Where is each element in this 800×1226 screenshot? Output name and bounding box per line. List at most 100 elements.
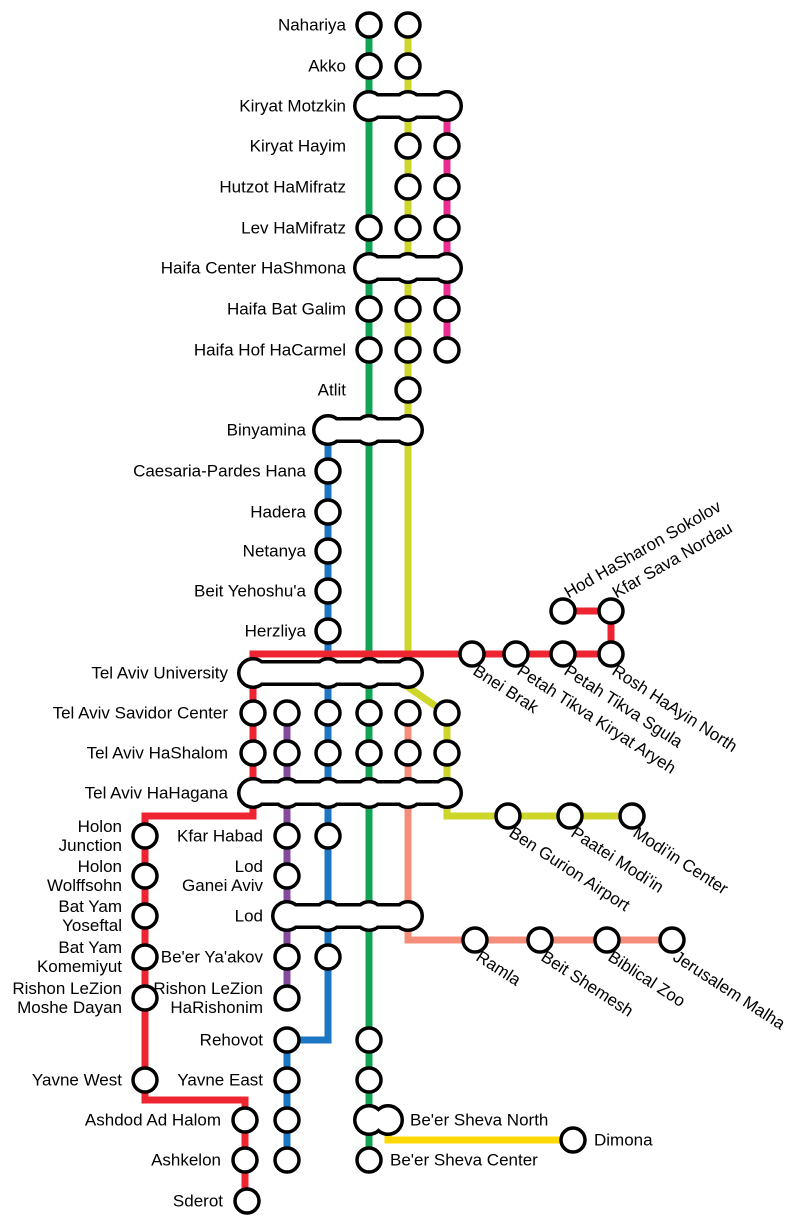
station-modiin-center	[618, 802, 646, 830]
station-marker	[273, 699, 301, 727]
station-label-lod: Lod	[234, 906, 263, 926]
station-haifa-center-hashmona	[353, 252, 463, 284]
station-label-haifa-hof-hacarmel: Haifa Hof HaCarmel	[193, 340, 346, 360]
station-marker	[597, 597, 625, 625]
station-label-tel-aviv-hashalom: Tel Aviv HaShalom	[86, 743, 228, 763]
station-marker	[433, 132, 461, 160]
station-holon-junction	[131, 822, 159, 850]
station-marker	[355, 214, 383, 242]
station-atlit	[394, 376, 422, 404]
station-marker	[433, 295, 461, 323]
station-marker	[433, 739, 461, 767]
station-marker	[394, 699, 422, 727]
station-marker	[231, 1106, 259, 1134]
station-label-haifa-center-hashmona: Haifa Center HaShmona	[160, 258, 346, 278]
station-marker	[433, 336, 461, 364]
station-label-beer-yaakov: Be'er Ya'akov	[160, 947, 263, 967]
station-marker	[273, 822, 301, 850]
station-label-tel-aviv-university: Tel Aviv University	[91, 663, 228, 683]
station-label-sderot: Sderot	[172, 1191, 223, 1211]
station-bat-yam-yoseftal	[131, 902, 159, 930]
station-lod	[271, 900, 424, 932]
station-nahariya	[355, 11, 422, 39]
station-marker	[494, 802, 522, 830]
station-label-beer-sheva-north: Be'er Sheva North	[410, 1110, 549, 1130]
station-marker	[461, 926, 489, 954]
station-yavne-east	[273, 1066, 301, 1094]
station-label-hadera: Hadera	[250, 502, 306, 522]
station-marker	[394, 173, 422, 201]
station-marker	[597, 640, 625, 668]
station-marker	[433, 214, 461, 242]
station-label-dimona: Dimona	[594, 1130, 653, 1150]
station-marker	[131, 902, 159, 930]
station-marker	[314, 498, 342, 526]
station-marker	[355, 11, 383, 39]
station-green-stop-2	[355, 1066, 383, 1094]
station-kfar-habad	[273, 822, 342, 850]
station-marker	[273, 1146, 301, 1174]
station-tel-aviv-savidor-center	[239, 699, 461, 727]
station-rishon-lezion-moshe-dayan	[131, 984, 159, 1012]
station-rishon-lezion-harishonim	[273, 984, 301, 1012]
station-haifa-hof-hacarmel	[355, 336, 461, 364]
station-marker	[273, 1106, 301, 1134]
station-lev-hamifratz	[355, 214, 461, 242]
station-marker	[556, 802, 584, 830]
station-marker	[658, 926, 686, 954]
station-marker	[458, 640, 486, 668]
station-marker	[273, 1026, 301, 1054]
station-marker	[273, 1066, 301, 1094]
station-kiryat-hayim	[394, 132, 461, 160]
station-marker	[131, 862, 159, 890]
station-label-hutzot-hamifratz: Hutzot HaMifratz	[219, 177, 346, 197]
station-rehovot	[273, 1026, 301, 1054]
station-ashdod-ad-halom	[231, 1106, 301, 1134]
station-marker	[394, 336, 422, 364]
station-marker	[394, 214, 422, 242]
station-petah-tikva-kiryat-aryeh	[502, 640, 530, 668]
station-marker	[355, 336, 383, 364]
station-label-rehovot: Rehovot	[199, 1030, 263, 1050]
station-marker	[355, 52, 383, 80]
station-beit-shemesh	[526, 926, 554, 954]
station-marker	[231, 1146, 259, 1174]
station-ben-gurion-airport	[494, 802, 522, 830]
station-hod-hasharon-sokolov	[549, 597, 577, 625]
station-marker	[593, 926, 621, 954]
station-label-atlit: Atlit	[317, 380, 346, 400]
station-label-akko: Akko	[308, 56, 346, 76]
station-marker	[618, 802, 646, 830]
station-marker	[273, 984, 301, 1012]
station-label-jerusalem-malha: Jerusalem Malha	[669, 947, 789, 1034]
station-label-kiryat-hayim: Kiryat Hayim	[249, 136, 346, 156]
station-marker	[394, 739, 422, 767]
station-marker	[314, 577, 342, 605]
station-beer-sheva-center	[355, 1146, 383, 1174]
station-bnei-brak	[458, 640, 486, 668]
station-marker	[559, 1126, 587, 1154]
station-tel-aviv-hahagana	[237, 777, 463, 809]
station-label-haifa-bat-galim: Haifa Bat Galim	[226, 299, 346, 319]
station-akko	[355, 52, 422, 80]
station-label-lev-hamifratz: Lev HaMifratz	[241, 218, 346, 238]
station-holon-wolffsohn	[131, 862, 159, 890]
station-marker	[394, 376, 422, 404]
station-marker	[394, 11, 422, 39]
station-binyamina	[312, 414, 424, 446]
station-bat-yam-komemiyut	[131, 943, 159, 971]
station-rosh-haayin-north	[597, 640, 625, 668]
station-marker	[273, 943, 301, 971]
station-label-tel-aviv-savidor-center: Tel Aviv Savidor Center	[52, 703, 228, 723]
station-tel-aviv-university	[237, 657, 424, 689]
station-label-beit-yehoshua: Beit Yehoshu'a	[194, 581, 306, 601]
station-marker	[502, 640, 530, 668]
station-marker	[549, 640, 577, 668]
